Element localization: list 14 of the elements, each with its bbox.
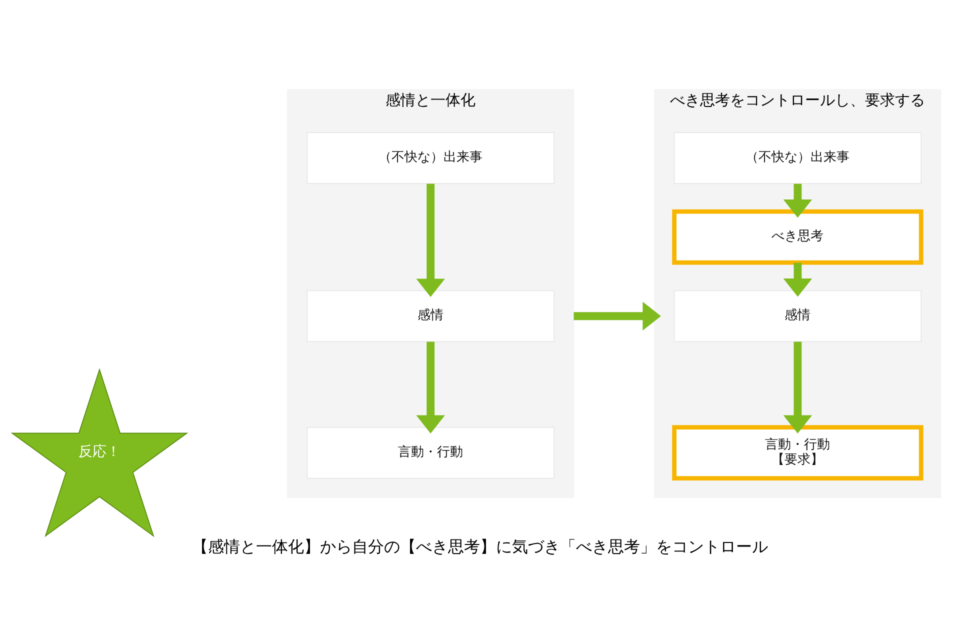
arrow — [416, 342, 445, 434]
arrow — [783, 262, 812, 297]
node-box: 言動・行動 【要求】 — [672, 425, 924, 480]
node-box: （不快な）出来事 — [674, 132, 922, 184]
arrow — [783, 184, 812, 218]
arrow — [574, 302, 661, 330]
node-box: 感情 — [674, 290, 922, 342]
caption: 【感情と一体化】から自分の【べき思考】に気づき「べき思考」をコントロール — [192, 537, 768, 556]
node-box: （不快な）出来事 — [306, 132, 554, 184]
arrow — [416, 184, 445, 297]
node-box: べき思考 — [672, 209, 924, 265]
node-box: 感情 — [306, 290, 554, 342]
arrow — [783, 342, 812, 434]
node-box: 言動・行動 — [306, 426, 554, 479]
